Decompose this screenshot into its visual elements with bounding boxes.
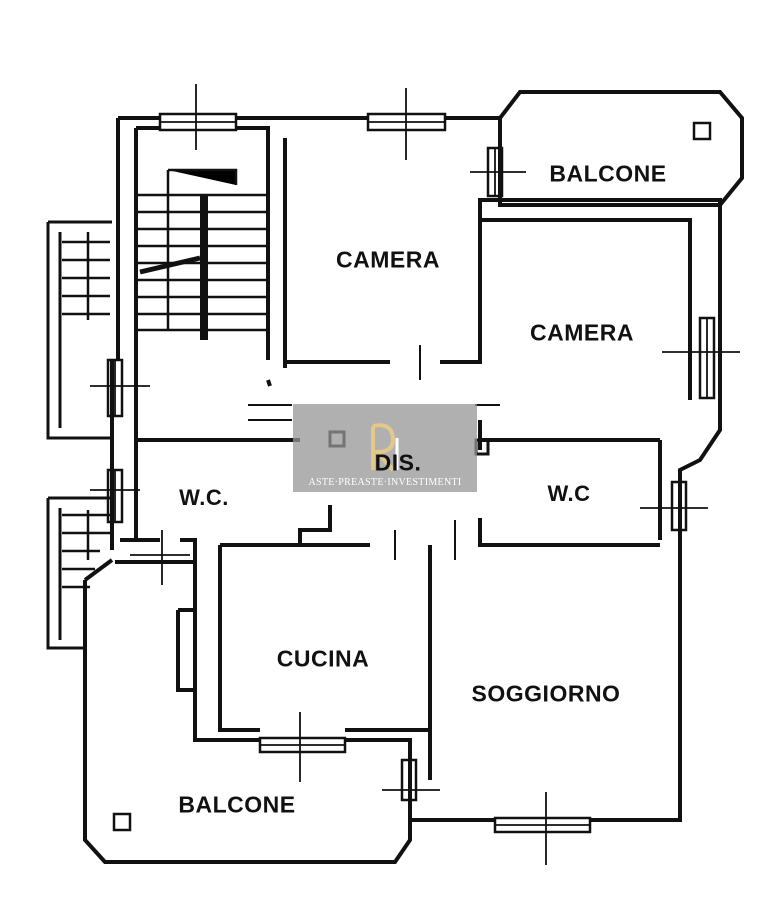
door-marks <box>248 345 500 560</box>
label-camera-1: CAMERA <box>336 246 440 273</box>
label-balcone-bottom: BALCONE <box>178 791 296 818</box>
label-balcone-top: BALCONE <box>549 160 667 187</box>
label-wc-left: W.C. <box>179 485 229 510</box>
label-dis: DIS. <box>374 449 422 476</box>
watermark-logo-icon <box>371 423 399 472</box>
watermark-text: ASTE·PREASTE·INVESTIMENTI <box>308 477 462 488</box>
stair-treads <box>62 168 266 589</box>
interior-walls <box>134 138 692 780</box>
label-cucina: CUCINA <box>276 645 370 672</box>
label-camera-2: CAMERA <box>530 319 634 346</box>
window-cross-marks <box>90 84 740 865</box>
label-soggiorno: SOGGIORNO <box>471 680 621 707</box>
left-stairs <box>46 220 112 650</box>
balcony-top-outline <box>498 90 744 207</box>
drain-squares <box>112 121 712 832</box>
label-wc-right: W.C <box>547 481 591 506</box>
balcony-bottom-outline <box>83 560 412 864</box>
watermark-box: ASTE·PREASTE·INVESTIMENTI <box>293 404 477 492</box>
